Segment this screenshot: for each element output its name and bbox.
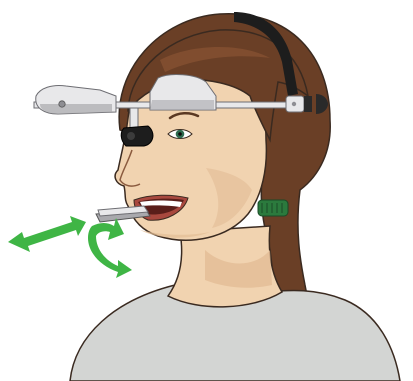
eye [168, 130, 192, 139]
hair-tie [258, 200, 288, 216]
jaw-movement-arrows-icon [8, 216, 132, 278]
